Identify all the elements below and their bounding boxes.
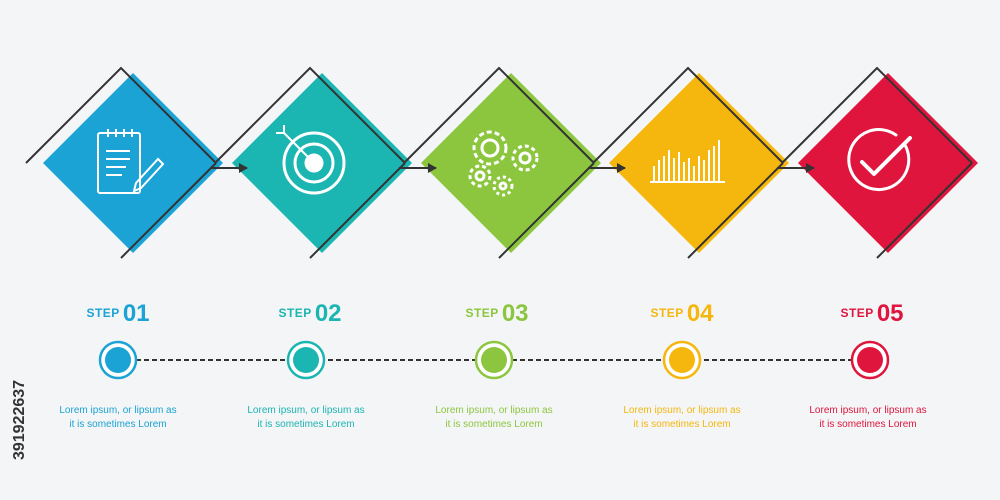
step-number: 01 bbox=[122, 300, 150, 327]
step-description-1: Lorem ipsum, or lipsum as it is sometime… bbox=[48, 404, 188, 432]
step-2-outline-top bbox=[214, 66, 406, 164]
timeline-node-4 bbox=[662, 340, 702, 380]
step-4-diamond-group bbox=[592, 66, 789, 259]
timeline-node-5 bbox=[850, 340, 890, 380]
desc-line: it is sometimes Lorem bbox=[69, 419, 167, 430]
step-word: STEP bbox=[86, 306, 120, 320]
step-word: STEP bbox=[278, 306, 312, 320]
step-3-diamond-group bbox=[403, 66, 601, 259]
step-description-5: Lorem ipsum, or lipsum as it is sometime… bbox=[798, 404, 938, 432]
desc-line: it is sometimes Lorem bbox=[445, 419, 543, 430]
step-4-outline-top bbox=[592, 66, 784, 164]
step-1-diamond bbox=[43, 73, 223, 253]
step-3-outline-bottom bbox=[498, 162, 595, 259]
desc-line: Lorem ipsum, or lipsum as bbox=[59, 405, 177, 416]
step-1-outline-bottom bbox=[120, 162, 217, 259]
desc-line: Lorem ipsum, or lipsum as bbox=[809, 405, 927, 416]
desc-line: Lorem ipsum, or lipsum as bbox=[435, 405, 553, 416]
step-1-diamond-group bbox=[25, 66, 223, 259]
target-arrow-icon bbox=[276, 125, 346, 195]
step-5-diamond bbox=[798, 73, 978, 253]
step-number: 04 bbox=[686, 300, 714, 327]
check-circle-icon bbox=[847, 128, 912, 192]
step-word: STEP bbox=[465, 306, 499, 320]
step-description-4: Lorem ipsum, or lipsum as it is sometime… bbox=[612, 404, 752, 432]
desc-line: Lorem ipsum, or lipsum as bbox=[247, 405, 365, 416]
gears-icon bbox=[468, 130, 539, 197]
stock-id-text: 391922637 bbox=[11, 380, 28, 460]
step-word: STEP bbox=[650, 306, 684, 320]
desc-line: it is sometimes Lorem bbox=[633, 419, 731, 430]
step-3-outline-top bbox=[403, 66, 595, 164]
step-1-outline-top bbox=[25, 66, 217, 164]
step-3-diamond bbox=[421, 73, 601, 253]
desc-line: it is sometimes Lorem bbox=[819, 419, 917, 430]
step-number: 03 bbox=[501, 300, 529, 327]
desc-line: Lorem ipsum, or lipsum as bbox=[623, 405, 741, 416]
step-5-outline-top bbox=[781, 66, 973, 164]
step-2-diamond-group bbox=[214, 66, 412, 259]
step-word: STEP bbox=[840, 306, 874, 320]
timeline-node-2 bbox=[286, 340, 326, 380]
step-5-diamond-group bbox=[781, 66, 978, 259]
step-4-outline-bottom bbox=[687, 162, 784, 259]
bar-chart-icon bbox=[650, 140, 725, 183]
timeline-node-1 bbox=[98, 340, 138, 380]
step-description-2: Lorem ipsum, or lipsum as it is sometime… bbox=[236, 404, 376, 432]
desc-line: it is sometimes Lorem bbox=[257, 419, 355, 430]
step-number: 02 bbox=[314, 300, 342, 327]
notepad-pencil-icon bbox=[97, 129, 165, 194]
step-description-3: Lorem ipsum, or lipsum as it is sometime… bbox=[424, 404, 564, 432]
step-2-outline-bottom bbox=[309, 162, 406, 259]
step-5-outline-bottom bbox=[876, 162, 973, 259]
step-number: 05 bbox=[876, 300, 904, 327]
timeline-node-3 bbox=[474, 340, 514, 380]
